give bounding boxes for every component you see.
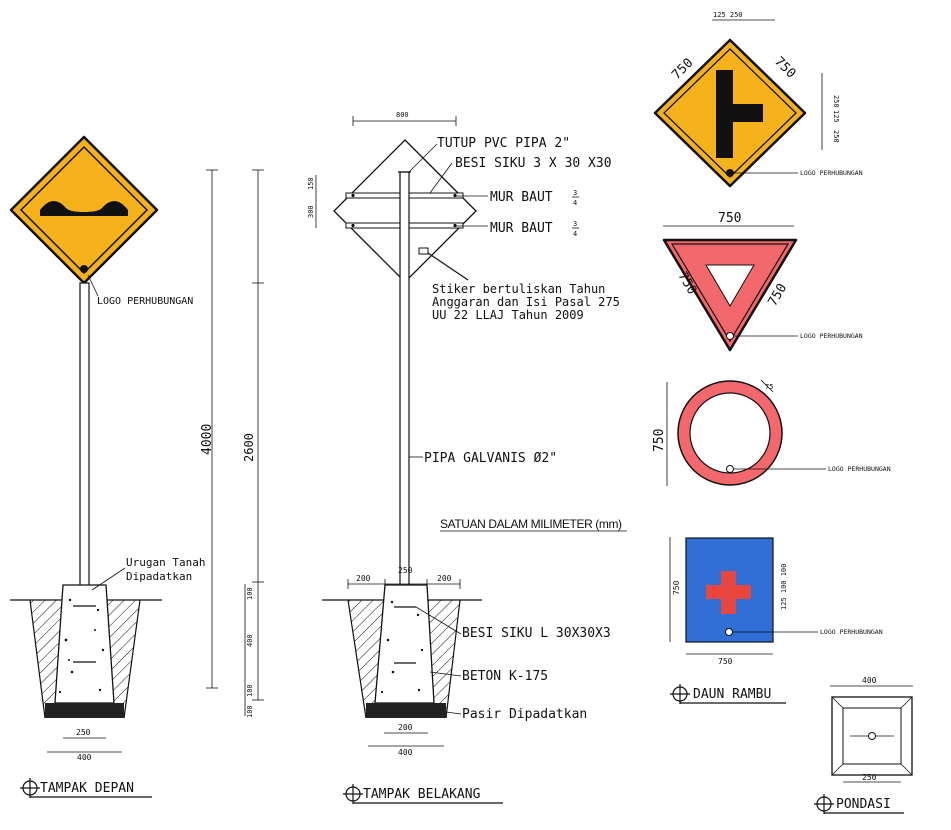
sticker-line-1: Stiker bertuliskan Tahun [432, 282, 605, 296]
front-concrete-block [54, 584, 115, 704]
svg-text:200: 200 [437, 574, 452, 583]
svg-text:250: 250 [862, 773, 877, 782]
svg-text:250: 250 [398, 566, 413, 575]
speed-bump-icon [40, 200, 128, 216]
back-dim-300: 300 [307, 205, 315, 218]
svg-text:125 100 100: 125 100 100 [780, 564, 788, 610]
svg-text:250: 250 [832, 95, 840, 108]
back-dim-2600: 2600 [242, 433, 256, 462]
signs-view-title: DAUN RAMBU [670, 684, 786, 704]
sign-panels: 125 250 LOGO PERHUBUNGAN 750 750 250 125… [652, 11, 891, 704]
front-logo-dot [80, 265, 88, 273]
svg-text:LOGO PERHUBUNGAN: LOGO PERHUBUNGAN [800, 169, 863, 177]
sticker-line-3: UU 22 LLAJ Tahun 2009 [432, 308, 584, 322]
sticker-box [418, 247, 429, 255]
front-dim-250: 250 [76, 728, 91, 737]
svg-text:100: 100 [246, 684, 254, 697]
t-junction-icon [716, 70, 763, 158]
svg-text:750: 750 [718, 657, 733, 666]
back-concrete-block [374, 584, 435, 704]
svg-text:125: 125 [832, 110, 840, 123]
front-fill-note-2: Dipadatkan [126, 570, 192, 583]
foundation-plan: 400 250 PONDASI [814, 676, 913, 814]
front-fill-note-1: Urugan Tanah [126, 556, 205, 569]
back-bolt-label-2: MUR BAUT [490, 221, 553, 236]
svg-text:100: 100 [246, 587, 254, 600]
back-angle-l-label: BESI SIKU L 30X30X3 [462, 626, 611, 641]
units-note: SATUAN DALAM MILIMETER (mm) [440, 517, 622, 531]
back-dim-150: 150 [307, 177, 315, 190]
back-view: 2600 100 400 100 100 800 150 300 TUT [242, 111, 627, 804]
svg-text:TAMPAK BELAKANG: TAMPAK BELAKANG [363, 787, 481, 802]
front-dim-4000: 4000 [200, 424, 215, 455]
svg-text:3: 3 [573, 220, 577, 228]
front-logo-label: LOGO PERHUBUNGAN [97, 296, 193, 307]
back-dim-800: 800 [396, 111, 409, 119]
sticker-line-2: Anggaran dan Isi Pasal 275 [432, 295, 620, 309]
svg-text:TAMPAK DEPAN: TAMPAK DEPAN [40, 781, 134, 796]
svg-text:750: 750 [771, 54, 798, 81]
svg-text:LOGO PERHUBUNGAN: LOGO PERHUBUNGAN [800, 332, 863, 340]
svg-text:250: 250 [832, 130, 840, 143]
back-view-title: TAMPAK BELAKANG [343, 784, 503, 804]
hospital-sign [685, 537, 774, 643]
svg-text:400: 400 [246, 634, 254, 647]
svg-text:200: 200 [356, 574, 371, 583]
foundation-view-title: PONDASI [814, 794, 904, 814]
svg-text:4: 4 [573, 230, 577, 238]
svg-text:750: 750 [672, 580, 681, 595]
svg-text:PONDASI: PONDASI [836, 797, 891, 812]
back-angle-label: BESI SIKU 3 X 30 X30 [455, 156, 612, 171]
svg-text:200: 200 [398, 723, 413, 732]
front-view: LOGO PERHUBUNGAN Urugan Tanah Dipadatkan… [9, 135, 218, 798]
svg-text:100: 100 [246, 705, 254, 718]
back-pipe-label: PIPA GALVANIS Ø2" [424, 451, 557, 466]
svg-text:750: 750 [718, 211, 741, 226]
svg-text:DAUN RAMBU: DAUN RAMBU [693, 687, 771, 702]
red-cross-icon [706, 571, 751, 614]
back-sand-base [366, 703, 446, 718]
svg-text:4: 4 [573, 199, 577, 207]
svg-text:3: 3 [573, 189, 577, 197]
svg-text:750: 750 [652, 429, 667, 452]
svg-text:125 250: 125 250 [713, 11, 743, 19]
back-concrete-label: BETON K-175 [462, 669, 548, 684]
svg-text:LOGO PERHUBUNGAN: LOGO PERHUBUNGAN [828, 465, 891, 473]
front-sand-base [45, 703, 124, 718]
back-sand-label: Pasir Dipadatkan [462, 707, 587, 722]
front-view-title: TAMPAK DEPAN [20, 778, 152, 798]
front-warning-sign [9, 135, 159, 285]
svg-text:400: 400 [398, 748, 413, 757]
front-dim-400: 400 [77, 753, 92, 762]
back-cap-label: TUTUP PVC PIPA 2" [437, 136, 570, 151]
back-bolt-label-1: MUR BAUT [490, 190, 553, 205]
svg-text:400: 400 [862, 676, 877, 685]
svg-text:75: 75 [765, 383, 773, 391]
svg-text:LOGO PERHUBUNGAN: LOGO PERHUBUNGAN [820, 628, 883, 636]
